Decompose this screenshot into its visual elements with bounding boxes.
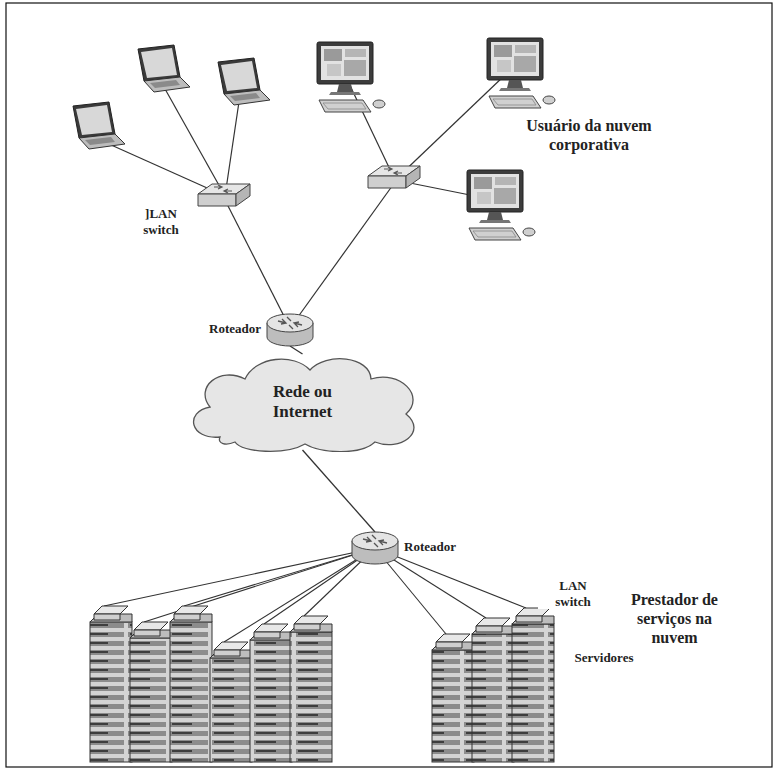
server-rack <box>472 618 514 762</box>
router-icon <box>350 530 400 566</box>
server-rack <box>512 608 554 762</box>
group-label: Usuário da nuvem corporativa <box>512 116 666 154</box>
switch-label: LAN switch <box>538 578 608 609</box>
router-label: Roteador <box>404 540 456 555</box>
router-icon <box>265 312 315 348</box>
laptops <box>73 45 270 149</box>
server-rack <box>170 606 212 762</box>
server-label: Servidores <box>562 650 646 666</box>
server-rack <box>250 624 292 762</box>
group-label: Prestador de serviços na nuvem <box>610 590 739 648</box>
server-lines <box>104 548 526 642</box>
network-link <box>290 346 303 354</box>
router-label: Roteador <box>209 322 261 337</box>
switch-label: ]LAN switch <box>128 206 194 237</box>
server-rack <box>290 616 332 762</box>
server-rack <box>90 606 132 762</box>
server-rack <box>432 634 474 762</box>
network-link <box>303 450 376 532</box>
server-rack <box>130 622 172 762</box>
server-rack <box>210 642 252 762</box>
server-racks <box>90 606 554 762</box>
cloud-label: Rede ou Internet <box>253 382 353 421</box>
frame <box>6 3 772 767</box>
router-node: Roteador <box>350 530 400 566</box>
network-cloud: Rede ou Internet <box>180 352 425 452</box>
access-lines <box>100 75 505 328</box>
router-node: Roteador <box>265 312 315 348</box>
lan-switches <box>198 166 420 206</box>
